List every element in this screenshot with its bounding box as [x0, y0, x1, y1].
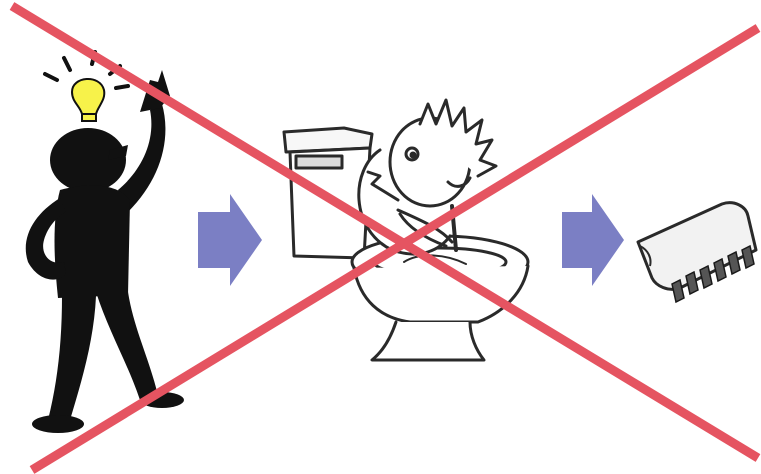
person-left-leg [48, 296, 96, 420]
toilet-pedestal [372, 322, 484, 360]
chip-body [638, 203, 756, 290]
cartoon-character-flushing-toilet-icon [284, 100, 528, 360]
toilet-bowl [354, 266, 528, 322]
person-right-leg [96, 292, 158, 400]
right-arrow-icon [198, 194, 262, 286]
flush-handle [296, 156, 342, 168]
person-head [50, 128, 126, 192]
microchip-icon [638, 203, 756, 302]
lightbulb-icon [72, 79, 104, 121]
person-torso [55, 185, 131, 298]
right-arrow-icon [562, 194, 624, 286]
person-with-lightbulb-icon [26, 52, 184, 433]
